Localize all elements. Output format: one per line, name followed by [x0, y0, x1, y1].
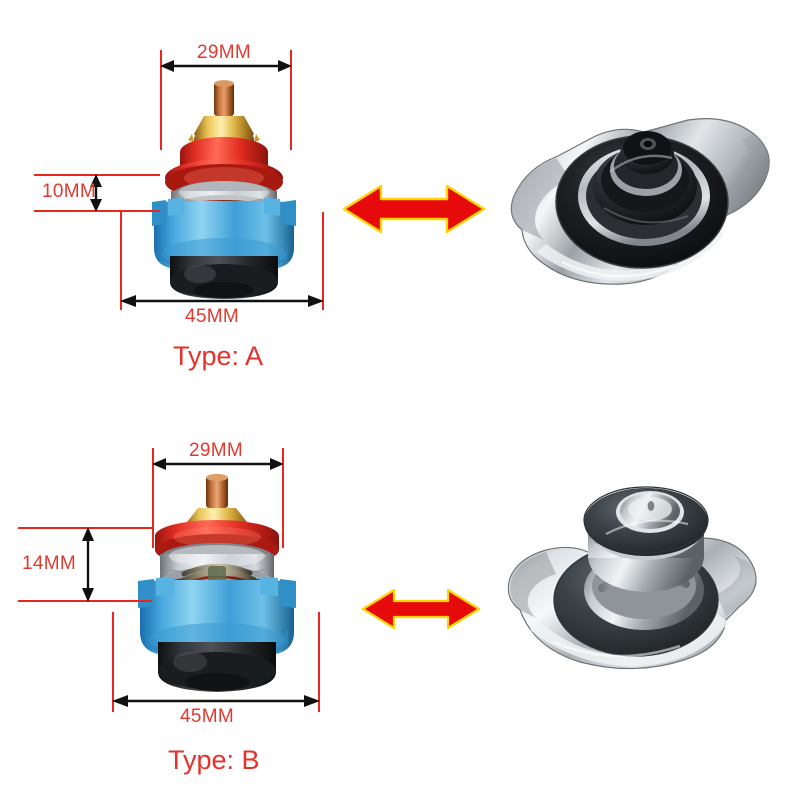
dimension-label-b-top: 29MM [189, 440, 243, 461]
type-label-b: Type: B [168, 745, 260, 775]
dimension-label-a-side: 10MM [42, 181, 96, 202]
dimension-label-b-bottom: 45MM [180, 706, 234, 727]
guide-line-vertical-a-base-left [120, 212, 122, 310]
type-b-chrome-cap-photo [494, 482, 774, 684]
guide-line-horizontal-a-lower [34, 210, 160, 212]
dimension-arrow-a-top [160, 58, 292, 79]
double-arrow-horizontal-icon-a [341, 178, 487, 245]
dimension-arrow-a-side [88, 174, 104, 217]
guide-line-horizontal-a-upper [34, 174, 160, 176]
dimension-arrow-a-bottom [120, 293, 324, 314]
type-label-a: Type: A [173, 341, 264, 371]
dimension-arrow-b-side [80, 527, 96, 607]
guide-line-vertical-b-right [282, 448, 284, 548]
guide-line-vertical-b-base-right [318, 612, 320, 712]
dimension-label-b-side: 14MM [22, 553, 76, 574]
type-b-cap-photo [100, 470, 340, 702]
guide-line-vertical-b-left [152, 448, 154, 548]
guide-line-horizontal-b-lower [18, 600, 152, 602]
type-a-chrome-cap-photo [492, 112, 782, 298]
dimension-label-a-bottom: 45MM [185, 306, 239, 327]
dimension-arrow-b-bottom [112, 693, 320, 714]
dimension-arrow-b-top [152, 456, 284, 477]
dimension-label-a-top: 29MM [197, 42, 251, 63]
guide-line-vertical-a-right [290, 50, 292, 150]
guide-line-vertical-a-base-right [322, 212, 324, 310]
guide-line-horizontal-b-upper [18, 527, 152, 529]
type-a-cap-photo [108, 78, 340, 300]
double-arrow-horizontal-icon-b [360, 583, 482, 640]
guide-line-vertical-b-base-left [112, 612, 114, 712]
guide-line-vertical-a-left [160, 50, 162, 150]
